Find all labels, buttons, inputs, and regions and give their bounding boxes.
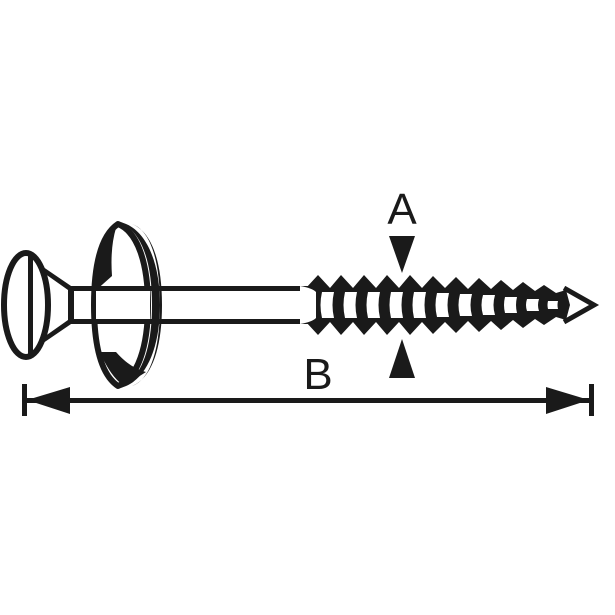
arrow-down-icon [389, 236, 415, 273]
collar-rear-face [120, 222, 160, 388]
head-slot [28, 254, 33, 356]
arrow-left-icon [27, 387, 70, 414]
collar-lower-shade [100, 352, 146, 386]
collar-washer [88, 221, 164, 389]
collar-shank-top-left [88, 286, 98, 291]
dimension-label-a: A [387, 185, 417, 234]
extension-tick-left [22, 384, 27, 416]
thread-core [310, 292, 588, 318]
length-dimension-b: B [22, 350, 594, 416]
arrow-right-icon [546, 387, 589, 414]
shank-thread-transition [300, 286, 316, 324]
collar-shank-top-line [88, 286, 164, 291]
screw-tip-outline [562, 285, 600, 325]
shank-bottom-edge [60, 319, 316, 324]
collar-shank-bottom-left [88, 319, 98, 324]
oval-head [1, 250, 74, 360]
screw-tip-highlight [566, 290, 592, 320]
collar-shank-bottom-line [88, 319, 164, 324]
thread-gaps [320, 292, 558, 318]
dimension-line [27, 398, 589, 403]
threaded-section [306, 275, 600, 335]
collar-shank-gap [96, 291, 150, 319]
dimension-label-b: B [303, 350, 332, 399]
arrow-up-icon [389, 339, 415, 378]
shank-top-edge [60, 286, 316, 291]
extension-tick-right [589, 384, 594, 416]
collar-upper-shade [93, 228, 116, 292]
diameter-callout-a: A [387, 185, 417, 378]
head-dome [1, 250, 51, 360]
